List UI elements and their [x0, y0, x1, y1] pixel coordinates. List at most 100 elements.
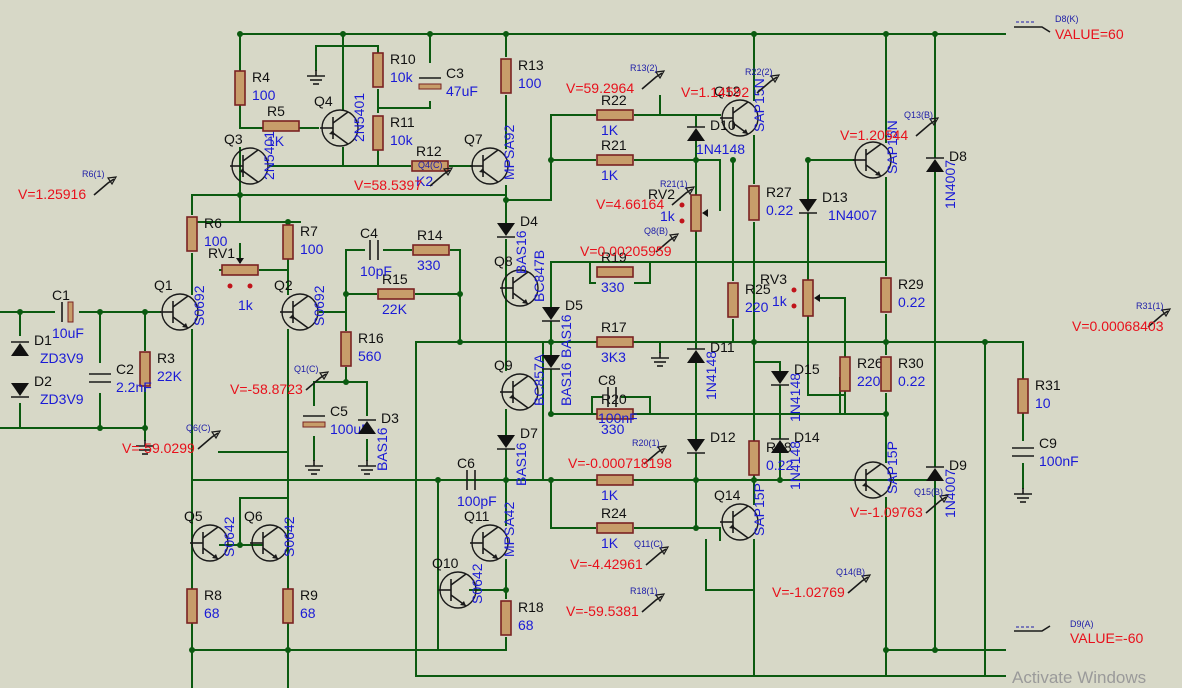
- diode-label: D9: [949, 457, 967, 473]
- probe-voltage: V=1.20544: [840, 127, 908, 143]
- resistor-label: R26: [857, 355, 883, 371]
- voltage-probe: Q11(C)V=-4.42961: [570, 539, 670, 572]
- resistor-label: R13: [518, 57, 544, 73]
- transistor-arrow-icon: [742, 129, 748, 134]
- transistor-label: Q5: [184, 508, 203, 524]
- pot-label: RV3: [760, 271, 787, 287]
- capacitor-value: 47uF: [446, 83, 478, 99]
- resistor-label: R20: [601, 391, 627, 407]
- probe-voltage: V=-0.000718198: [568, 455, 672, 471]
- resistor-label: R4: [252, 69, 270, 85]
- ground-icon: [136, 440, 154, 455]
- probe-tip-icon: [318, 371, 330, 381]
- resistor-label: R12: [416, 143, 442, 159]
- diode-value: BAS16: [513, 442, 529, 486]
- capacitor-label: C8: [598, 372, 616, 388]
- junction-dot: [777, 477, 783, 483]
- junction-dot: [693, 477, 699, 483]
- resistor-label: R30: [898, 355, 924, 371]
- diode-d6: BAS16: [542, 355, 574, 406]
- resistor-body: [411, 160, 449, 172]
- resistor-value: 330: [601, 421, 625, 437]
- probe-voltage: V=59.2964: [566, 80, 634, 96]
- probe-tip-icon: [442, 167, 454, 177]
- probe-arrow-icon: [197, 432, 219, 450]
- resistor-value: 220: [857, 373, 881, 389]
- resistor-value: 330: [417, 257, 441, 273]
- probe-arrow-icon: [925, 496, 947, 514]
- resistor-body: [596, 154, 634, 166]
- capacitor-polarity: [67, 301, 74, 323]
- voltage-probe: Q4(C)V=58.5397: [354, 160, 454, 193]
- probe-voltage: V=1.25916: [18, 186, 86, 202]
- resistor-body: [839, 356, 851, 392]
- resistor-label: R10: [390, 51, 416, 67]
- probe-arrow-icon: [641, 72, 663, 90]
- diode-label: D5: [565, 297, 583, 313]
- resistor-body: [186, 216, 198, 252]
- resistor-body: [186, 588, 198, 624]
- junction-dot: [932, 647, 938, 653]
- probe-voltage: V=0.00205959: [580, 243, 672, 259]
- resistor-body: [880, 277, 892, 313]
- diode-label: D11: [710, 339, 735, 355]
- junction-dot: [343, 379, 349, 385]
- transistor-arrow-icon: [212, 554, 218, 559]
- junction-dot: [730, 157, 736, 163]
- junction-dot: [189, 647, 195, 653]
- transistor-value: BC847B: [531, 250, 547, 302]
- resistor-value: 0.22: [898, 294, 925, 310]
- probe-arrow-icon: [645, 548, 667, 566]
- junction-dot: [435, 477, 441, 483]
- junction-dot: [982, 339, 988, 345]
- probe-voltage: V=58.5397: [354, 177, 422, 193]
- wire-segment: [819, 297, 846, 357]
- pot-wiper-icon: [236, 258, 244, 264]
- diode-label: D13: [822, 189, 848, 205]
- probe-voltage: V=-1.02769: [772, 584, 845, 600]
- resistor-label: R18: [518, 599, 544, 615]
- transistor-label: Q8: [494, 253, 513, 269]
- transistor-arrow-icon: [289, 314, 295, 319]
- junction-dot: [503, 587, 509, 593]
- diode-value: BAS16: [558, 362, 574, 406]
- diode-icon: [926, 159, 944, 172]
- diode-value: BAS16: [374, 427, 390, 471]
- pot-label: RV2: [648, 186, 675, 202]
- diode-label: D3: [381, 410, 399, 426]
- rail-negative: D9(A) VALUE=-60: [1014, 619, 1143, 646]
- junction-dot: [883, 31, 889, 37]
- resistor-value: 100: [252, 87, 276, 103]
- resistor-label: R17: [601, 319, 627, 335]
- junction-dot: [503, 197, 509, 203]
- pot-wiper-icon: [702, 209, 708, 217]
- transistor-value: S0642: [469, 563, 485, 604]
- resistor-value: 0.22: [898, 373, 925, 389]
- voltage-probe: R20(1)V=-0.000718198: [568, 438, 672, 471]
- resistor-value: 10: [1035, 395, 1051, 411]
- probe-tip-icon: [658, 546, 670, 556]
- transistor-value: S0642: [221, 516, 237, 557]
- diode-label: D8: [949, 148, 967, 164]
- probe-name: R13(2): [630, 63, 658, 73]
- probe-voltage: V=-1.09763: [850, 504, 923, 520]
